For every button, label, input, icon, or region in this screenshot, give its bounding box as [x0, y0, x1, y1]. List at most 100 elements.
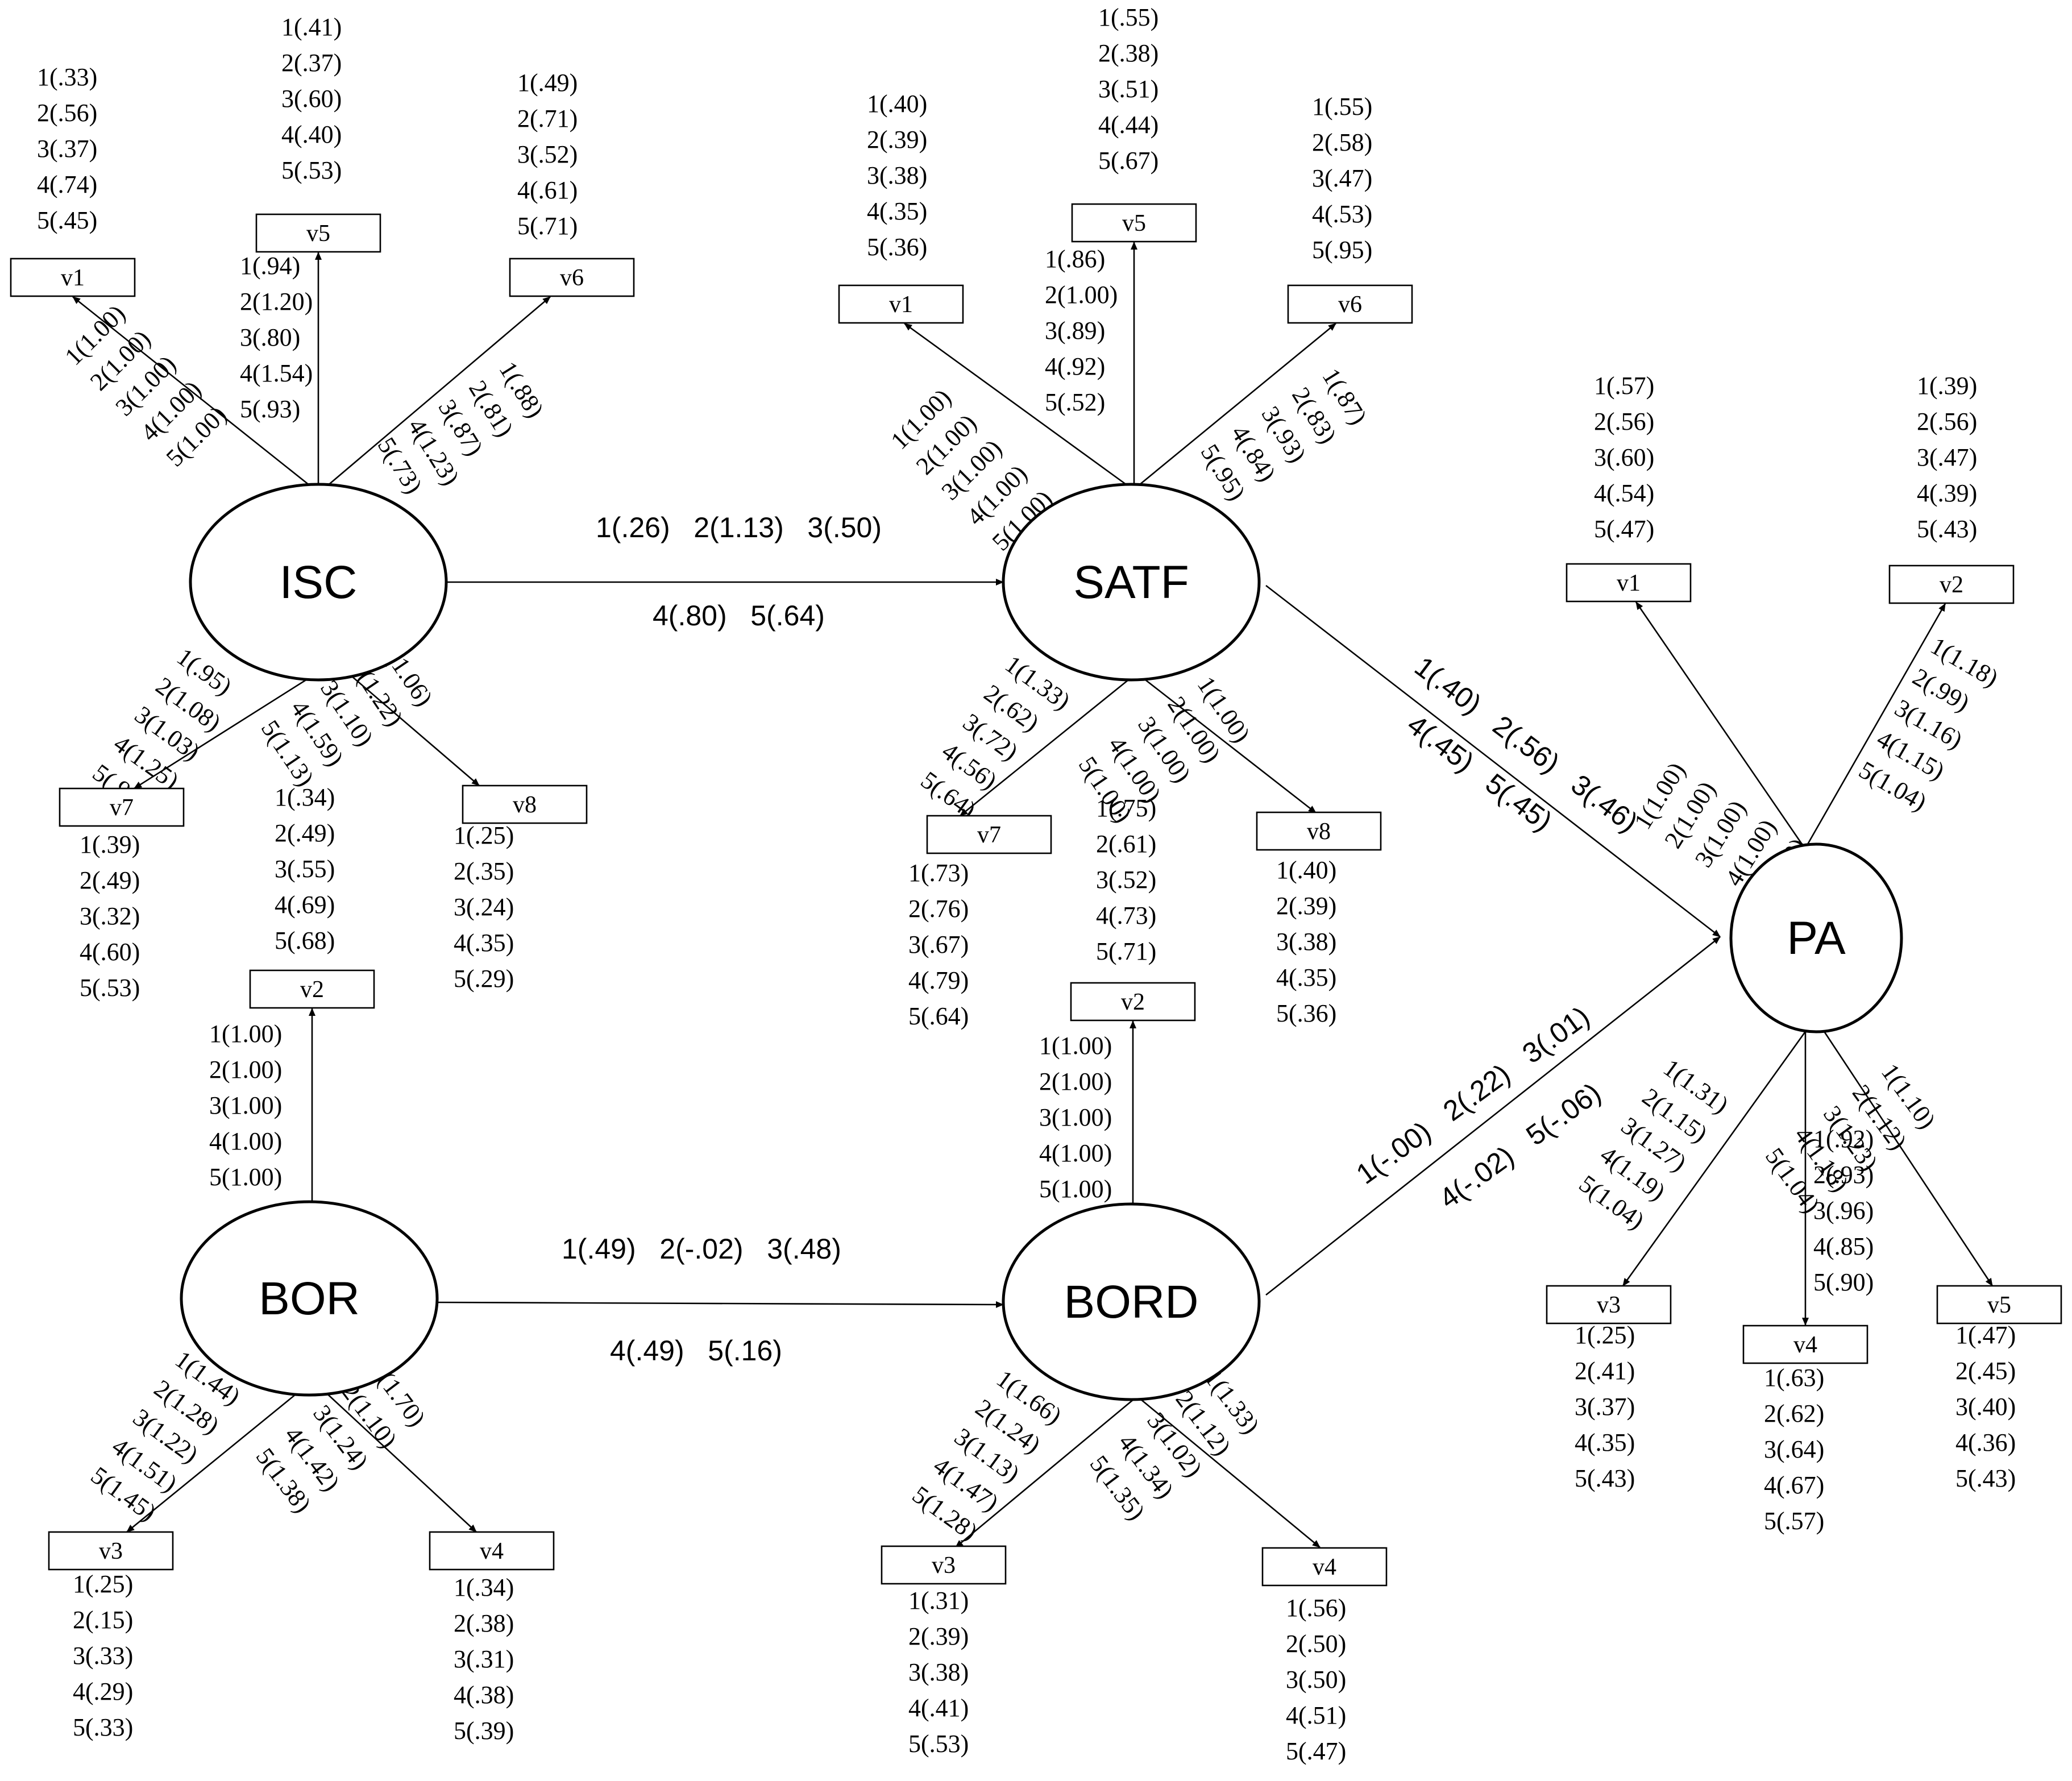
- errors-satf_v6: 1(.55)2(.58)3(.47)4(.53)5(.95): [1312, 93, 1372, 264]
- errors-satf_v1: 1(.40)2(.39)3(.38)4(.35)5(.36): [867, 90, 927, 261]
- indicator-bord_v4: v4: [1261, 1547, 1388, 1587]
- indicator-box: [255, 213, 381, 253]
- indicator-pa_v5: v5: [1936, 1285, 2062, 1325]
- loading-arrow-isc_v6: [322, 296, 551, 491]
- error-value: 3(.38): [1276, 928, 1336, 956]
- indicator-satf_v5: v5: [1071, 203, 1197, 243]
- error-value: 3(.32): [80, 902, 140, 930]
- error-value: 2(.50): [1286, 1630, 1346, 1658]
- error-value: 1(.25): [1575, 1321, 1635, 1349]
- indicator-bor_v4: v4: [429, 1531, 555, 1571]
- path-coefficient: 4(.80) 5(.64): [653, 600, 825, 632]
- indicator-label: v2: [300, 977, 324, 1003]
- error-value: 4(.41): [908, 1694, 969, 1722]
- loading-arrow-pa_v2: [1807, 603, 1946, 845]
- error-value: 3(.52): [1096, 866, 1156, 894]
- loading-arrow-pa_v5: [1824, 1032, 1994, 1286]
- error-value: 2(.61): [1096, 830, 1156, 858]
- loading-value: 2(1.00): [1039, 1068, 1112, 1095]
- indicator-box: [249, 969, 375, 1009]
- error-value: 1(.33): [37, 63, 97, 91]
- errors-isc_v7: 1(.39)2(.49)3(.32)4(.60)5(.53): [80, 831, 140, 1002]
- indicator-label: v6: [1338, 292, 1362, 318]
- error-value: 5(.64): [908, 1002, 969, 1030]
- error-value: 3(.24): [454, 893, 514, 921]
- loadings-bord_v2: 1(1.00)2(1.00)3(1.00)4(1.00)5(1.00): [1039, 1032, 1112, 1203]
- indicator-isc_v5: v5: [255, 213, 381, 253]
- error-value: 4(.36): [1955, 1429, 2016, 1456]
- error-value: 5(.29): [454, 965, 514, 993]
- error-value: 1(.49): [517, 69, 578, 97]
- error-value: 1(.34): [454, 1574, 514, 1601]
- error-value: 3(.47): [1312, 164, 1372, 192]
- error-value: 3(.33): [73, 1642, 133, 1670]
- indicator-label: v5: [1987, 1292, 2011, 1318]
- error-value: 2(.56): [1594, 408, 1654, 435]
- loadings-bor_v3: 1(1.44)2(1.28)3(1.22)4(1.51)5(1.45): [86, 1345, 246, 1526]
- loading-value: 5(1.00): [1039, 1175, 1112, 1203]
- latent-label: PA: [1787, 912, 1846, 964]
- loading-arrow-isc_v1: [72, 296, 316, 491]
- indicator-box: [1261, 1547, 1388, 1587]
- error-value: 5(.47): [1286, 1737, 1346, 1765]
- error-value: 1(.31): [908, 1587, 969, 1614]
- indicator-box: [1742, 1325, 1868, 1364]
- indicator-pa_v4: v4: [1742, 1325, 1868, 1364]
- error-value: 2(.41): [1575, 1357, 1635, 1385]
- error-value: 4(.54): [1594, 479, 1654, 507]
- indicator-pa_v2: v2: [1888, 564, 2015, 604]
- loading-value: 5(.52): [1045, 388, 1105, 416]
- error-value: 3(.40): [1955, 1393, 2016, 1421]
- loading-value: 4(.92): [1045, 352, 1105, 380]
- error-value: 3(.60): [281, 85, 342, 113]
- indicator-box: [1566, 563, 1692, 603]
- loadings-pa_v3: 1(1.31)2(1.15)3(1.27)4(1.19)5(1.04): [1574, 1053, 1734, 1235]
- latent-bor: BOR: [180, 1200, 439, 1397]
- loading-value: 5(1.00): [209, 1163, 282, 1191]
- error-value: 2(.37): [281, 49, 342, 77]
- error-value: 1(.34): [275, 783, 335, 811]
- indicator-label: v3: [1597, 1292, 1621, 1318]
- error-value: 2(.45): [1955, 1357, 2016, 1385]
- loadings-satf_v5: 1(.86)2(1.00)3(.89)4(.92)5(.52): [1045, 245, 1118, 416]
- indicator-label: v8: [513, 792, 537, 818]
- loading-arrow-satf_v8: [1145, 679, 1317, 814]
- indicator-label: v3: [99, 1538, 123, 1564]
- indicator-label: v2: [1121, 989, 1145, 1015]
- error-value: 1(.73): [908, 859, 969, 887]
- latent-ellipse: [189, 483, 448, 682]
- loading-value: 2(.93): [1813, 1161, 1874, 1189]
- error-value: 3(.38): [867, 161, 927, 189]
- errors-satf_v7: 1(.73)2(.76)3(.67)4(.79)5(.64): [908, 859, 969, 1030]
- error-value: 4(.69): [275, 891, 335, 919]
- indicator-label: v7: [977, 822, 1001, 848]
- error-value: 4(.35): [1276, 964, 1336, 991]
- error-value: 2(.39): [1276, 892, 1336, 920]
- error-value: 3(.67): [908, 931, 969, 958]
- error-value: 3(.60): [1594, 443, 1654, 471]
- indicator-label: v5: [1122, 210, 1146, 236]
- errors-pa_v2: 1(.39)2(.56)3(.47)4(.39)5(.43): [1917, 372, 1977, 543]
- path-arrow-bor_bord: [437, 1301, 1004, 1308]
- loading-value: 4(1.00): [1039, 1139, 1112, 1167]
- loading-value: 3(.80): [240, 323, 300, 351]
- latent-ellipse: [1002, 1202, 1261, 1401]
- error-value: 3(.37): [1575, 1393, 1635, 1421]
- indicator-box: [10, 258, 136, 297]
- errors-bord_v4: 1(.56)2(.50)3(.50)4(.51)5(.47): [1286, 1594, 1346, 1765]
- errors-isc_v6: 1(.49)2(.71)3(.52)4(.61)5(.71): [517, 69, 578, 240]
- error-value: 2(.38): [454, 1609, 514, 1637]
- error-value: 5(.43): [1955, 1464, 2016, 1492]
- error-value: 5(.43): [1575, 1464, 1635, 1492]
- indicator-box: [48, 1531, 174, 1571]
- error-value: 2(.15): [73, 1606, 133, 1634]
- error-value: 5(.39): [454, 1717, 514, 1745]
- indicator-bor_v2: v2: [249, 969, 375, 1009]
- error-value: 5(.57): [1764, 1507, 1824, 1535]
- error-value: 5(.36): [867, 233, 927, 261]
- errors-pa_v5: 1(.47)2(.45)3(.40)4(.36)5(.43): [1955, 1321, 2016, 1492]
- indicator-bord_v3: v3: [881, 1545, 1007, 1585]
- latent-label: BORD: [1064, 1276, 1199, 1328]
- error-value: 2(.71): [517, 105, 578, 132]
- loading-arrow-satf_v6: [1135, 322, 1336, 489]
